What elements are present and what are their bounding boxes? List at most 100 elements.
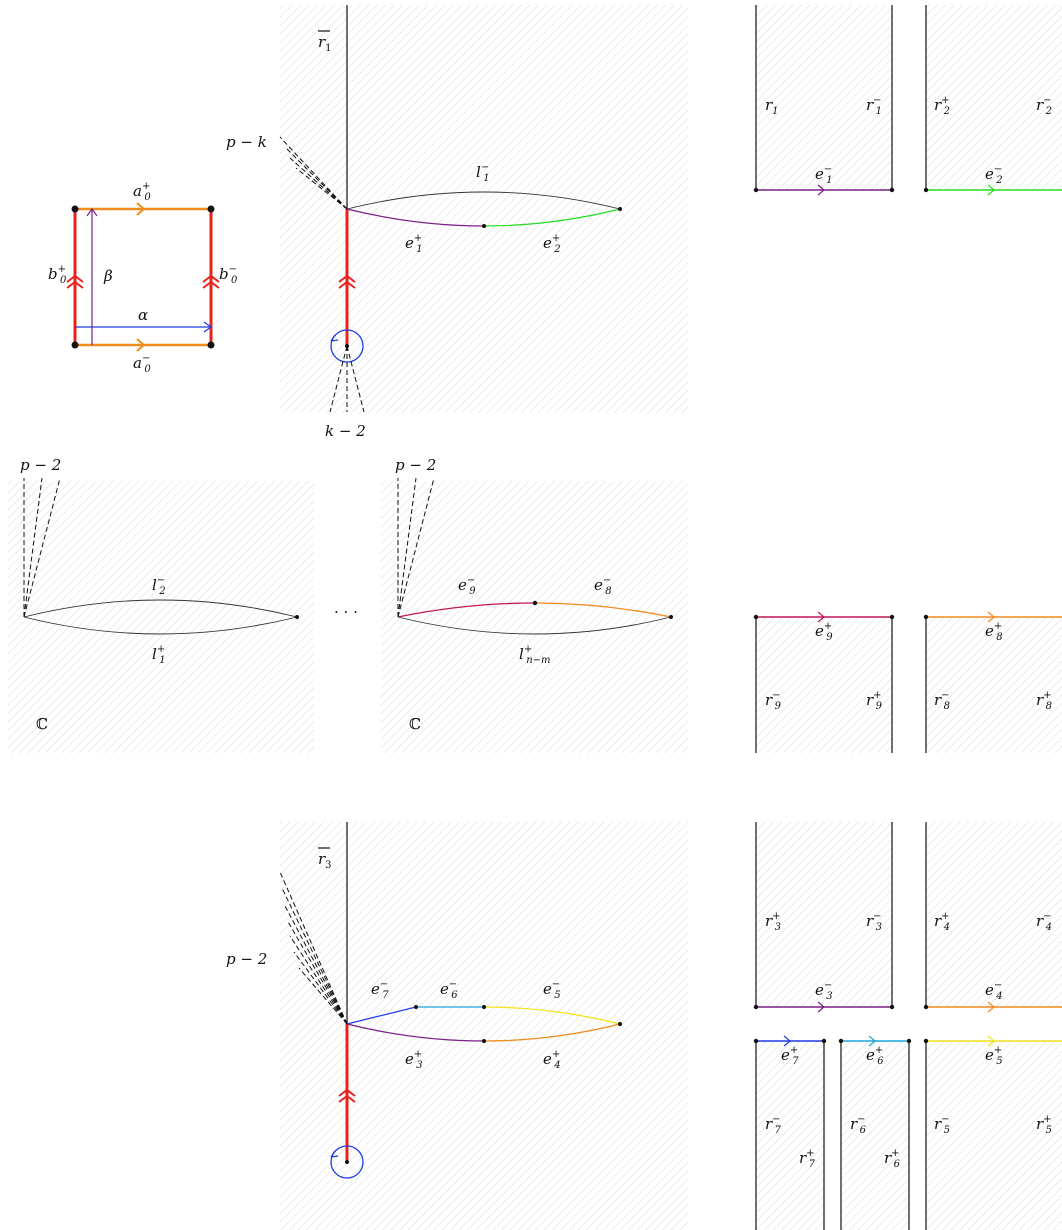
strip-r2: r+2 r−2 e−2 [923,5,1062,196]
vertex [838,1038,844,1044]
vertex [71,341,79,349]
label-cone: p − 2 [226,950,267,968]
curve-e7-minus [346,1006,417,1025]
label-left: r+4 [934,911,950,933]
vertex [889,187,895,193]
hatched-strip [926,822,1062,1007]
vertex [207,205,215,213]
panel-1: r1 p − k k − 2 l−1 e+1 e+2 [226,5,688,440]
label-e7-minus: e−7 [371,979,389,1001]
label-e6-minus: e−6 [440,979,458,1001]
strip-r8: e+8 r−8 r+8 [923,611,1062,753]
label-a0-minus: a−0 [133,353,151,375]
vertex [923,1038,929,1044]
label-cone-bottom: k − 2 [325,422,366,440]
label-left: r−6 [850,1114,867,1136]
edge-arrow-icon [817,184,825,196]
loop-arrow-icon [330,1150,339,1158]
vertex [482,1039,486,1043]
alpha-arrow-icon [203,321,213,333]
hatched-strip [756,1041,824,1230]
label-left: r−9 [765,690,782,712]
label-e2-plus: e+2 [543,233,561,255]
label-r1-bar: r1 [318,33,332,54]
hatched-plane [280,5,688,413]
label-edge: e−3 [815,980,833,1002]
label-l2-minus: l−2 [152,575,166,597]
vertex [618,207,622,211]
label-l1-minus: l−1 [476,162,490,184]
label-e5-minus: e−5 [543,979,561,1001]
hatched-strip [756,617,892,753]
label-left: r−7 [765,1114,782,1136]
label-right: r+9 [866,690,883,712]
label-b0-minus: b−0 [219,264,238,286]
vertex [669,615,673,619]
curve-e4-plus [483,1023,621,1042]
label-right: r+6 [884,1148,901,1170]
dashed-cone [279,871,348,1025]
vertex [532,600,538,606]
edge-arrow-icon [868,1035,876,1047]
label-edge: e+6 [866,1045,884,1067]
label-complex-plane: ℂ [36,715,48,733]
loop-arrow-icon [330,334,339,342]
arrow-top-icon [136,202,146,216]
panel-2: p − 2 l−2 l+1 ℂ [8,456,314,753]
label-edge: e−4 [985,980,1003,1002]
label-left: r+2 [934,95,950,117]
label-cone-top: p − k [226,133,267,151]
vertex [753,187,759,193]
vertex [414,1005,418,1009]
vertex [923,187,929,193]
hatched-strip [926,1041,1062,1230]
label-beta: β [103,267,113,285]
hatched-strip [926,617,1062,753]
vertex [618,1022,622,1026]
panel-3: p − 2 e−9 e−8 l+n−m ℂ [381,456,688,753]
vertex [482,1005,486,1009]
label-edge: e+8 [985,621,1003,643]
label-e4-plus: e+4 [543,1049,561,1071]
vertex [889,1004,895,1010]
double-arrow-icon [338,274,356,289]
strip-r5: e+5 r−5 r+5 [923,1035,1062,1230]
label-e1-plus: e+1 [405,233,423,255]
beta-arrow-icon [86,207,98,217]
vertex [71,205,79,213]
label-right: r−3 [866,911,882,933]
strip-r7: e+7 r−7 r+7 [753,1035,827,1230]
label-left: r1 [765,96,779,117]
curve-l2-minus [23,599,298,618]
edge-arrow-icon [987,184,995,196]
label-edge: e+9 [815,621,833,643]
vertex [889,614,895,620]
label-edge: e−1 [815,164,833,186]
label-edge: e+7 [781,1045,799,1067]
vertex [753,614,759,620]
double-arrow-icon [338,1088,356,1103]
label-left: r−5 [934,1114,950,1136]
curve-e5-minus [483,1006,621,1025]
vertex [482,224,486,228]
vertex [821,1038,827,1044]
dashed-cone-top [279,136,348,210]
label-e8-minus: e−8 [594,575,612,597]
hatched-plane [381,481,688,753]
curve-l1-plus [23,616,298,635]
edge-arrow-icon [817,1001,825,1013]
label-alpha: α [138,306,148,324]
strip-r4: r+4 r−4 e−4 [923,822,1062,1013]
label-right: r+8 [1036,690,1052,712]
strip-r3: r+3 r−3 e−3 [753,822,895,1013]
strip-r6: e+6 r−6 r+6 [838,1035,912,1230]
label-e3-plus: e+3 [405,1049,423,1071]
hatched-strip [926,5,1062,190]
label-b0-plus: b+0 [48,264,67,286]
arrow-bottom-icon [136,338,146,352]
label-l1-plus: l+1 [152,644,166,666]
label-right: r−2 [1036,95,1052,117]
label-right: r+7 [799,1148,816,1170]
vertex [345,1160,349,1164]
hatched-plane [280,822,688,1230]
